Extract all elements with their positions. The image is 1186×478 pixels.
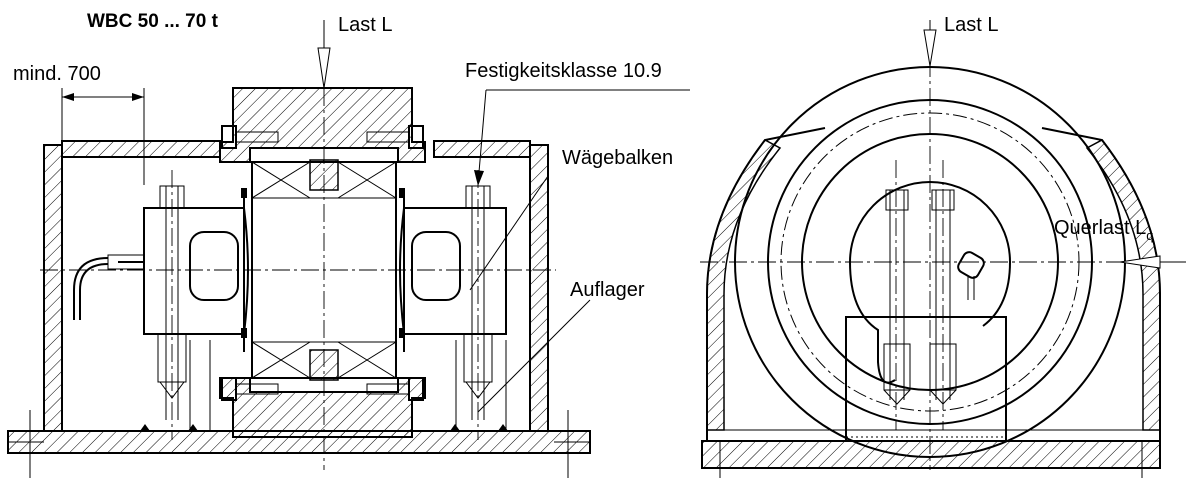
side-view xyxy=(700,20,1186,478)
load-label-right: Last L xyxy=(944,14,998,36)
side-base-plate xyxy=(701,440,1161,469)
frame-wall-left xyxy=(43,144,63,432)
support-label: Auflager xyxy=(570,279,645,301)
frame-top-right xyxy=(433,140,531,158)
weigh-beam-body xyxy=(143,207,250,335)
model-title: WBC 50 ... 70 t xyxy=(87,11,219,32)
weigh-beam-label: Wägebalken xyxy=(562,147,673,169)
load-block-top xyxy=(219,87,426,163)
min-distance-label: mind. 700 xyxy=(13,63,101,85)
load-block-bottom xyxy=(219,377,426,438)
lateral-load-label: Querlast Lq xyxy=(1054,217,1154,243)
frame-wall-right xyxy=(529,144,549,432)
front-section-view xyxy=(7,20,690,478)
side-support-block xyxy=(845,316,1007,442)
frame-top-left xyxy=(61,140,221,158)
strength-class-label: Festigkeitsklasse 10.9 xyxy=(465,60,662,82)
load-label-left: Last L xyxy=(338,14,392,36)
